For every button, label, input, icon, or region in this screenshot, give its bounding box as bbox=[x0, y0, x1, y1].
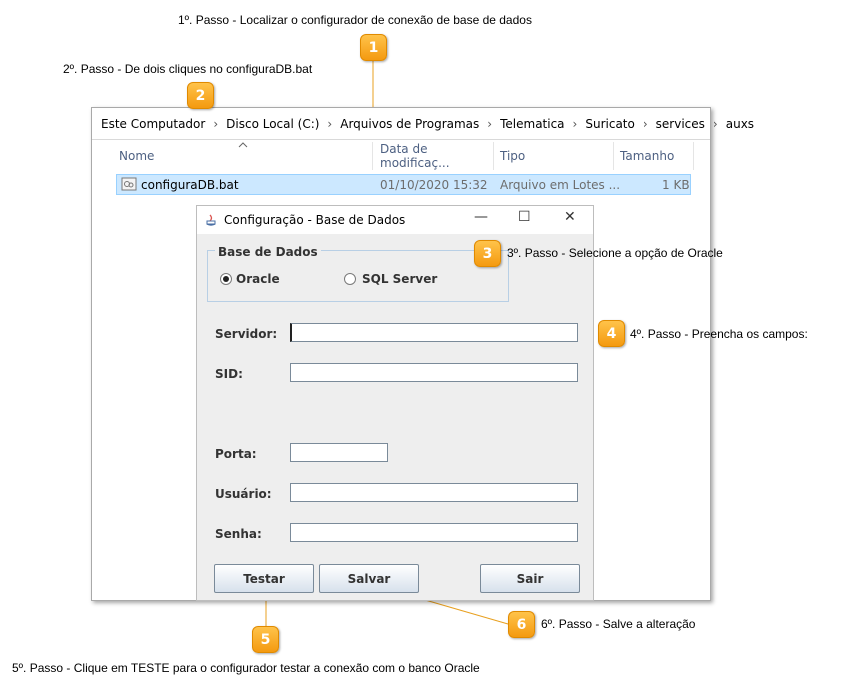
sqlserver-radio-label[interactable]: SQL Server bbox=[362, 272, 438, 286]
senha-label: Senha: bbox=[215, 527, 262, 541]
breadcrumb-separator-icon: › bbox=[712, 116, 718, 131]
sort-ascending-icon bbox=[238, 140, 248, 150]
usuario-label: Usuário: bbox=[215, 487, 272, 501]
oracle-radio[interactable] bbox=[220, 273, 232, 285]
step3-note: 3º. Passo - Selecione a opção de Oracle bbox=[507, 246, 723, 260]
senha-input[interactable] bbox=[290, 523, 578, 542]
dialog-title: Configuração - Base de Dados bbox=[224, 213, 406, 227]
callout-2: 2 bbox=[187, 82, 214, 109]
breadcrumb-separator-icon: › bbox=[487, 116, 493, 131]
dialog-titlebar[interactable]: Configuração - Base de Dados — ☐ ✕ bbox=[197, 206, 593, 234]
callout-6: 6 bbox=[508, 611, 535, 638]
porta-input[interactable] bbox=[290, 443, 388, 462]
oracle-radio-label[interactable]: Oracle bbox=[236, 272, 280, 286]
porta-label: Porta: bbox=[215, 447, 257, 461]
file-type: Arquivo em Lotes ... bbox=[500, 178, 621, 192]
breadcrumb-separator-icon: › bbox=[213, 116, 219, 131]
sair-button[interactable]: Sair bbox=[480, 564, 580, 593]
breadcrumb-item-telematica[interactable]: Telematica bbox=[500, 116, 565, 131]
servidor-label: Servidor: bbox=[215, 327, 278, 341]
breadcrumb-item-suricato[interactable]: Suricato bbox=[585, 116, 635, 131]
maximize-icon[interactable]: ☐ bbox=[518, 209, 531, 225]
servidor-input[interactable] bbox=[290, 323, 578, 342]
breadcrumb-separator-icon: › bbox=[327, 116, 333, 131]
breadcrumb-separator-icon: › bbox=[572, 116, 578, 131]
minimize-icon[interactable]: — bbox=[474, 209, 488, 225]
callout-3: 3 bbox=[474, 240, 501, 267]
callout-5: 5 bbox=[252, 626, 279, 653]
breadcrumb-item-este-computador[interactable]: Este Computador bbox=[101, 116, 206, 131]
breadcrumb-separator-icon: › bbox=[642, 116, 648, 131]
testar-button[interactable]: Testar bbox=[214, 564, 314, 593]
column-header-modified[interactable]: Data de modificaç... bbox=[374, 142, 494, 170]
breadcrumb-item-disco-local[interactable]: Disco Local (C:) bbox=[226, 116, 320, 131]
database-group-title: Base de Dados bbox=[215, 245, 321, 259]
file-name: configuraDB.bat bbox=[141, 178, 239, 192]
java-icon bbox=[204, 213, 218, 227]
sid-label: SID: bbox=[215, 367, 243, 381]
column-header-size[interactable]: Tamanho bbox=[614, 142, 694, 170]
usuario-input[interactable] bbox=[290, 483, 578, 502]
step2-note: 2º. Passo - De dois cliques no configura… bbox=[63, 62, 313, 76]
breadcrumb-item-auxs[interactable]: auxs bbox=[725, 116, 755, 131]
callout-4: 4 bbox=[598, 320, 625, 347]
database-groupbox bbox=[207, 250, 509, 302]
sid-input[interactable] bbox=[290, 363, 578, 382]
step4-note: 4º. Passo - Preencha os campos: bbox=[630, 327, 808, 341]
breadcrumb[interactable]: Este Computador › Disco Local (C:) › Arq… bbox=[92, 108, 754, 140]
step5-note: 5º. Passo - Clique em TESTE para o confi… bbox=[12, 661, 480, 675]
step6-note: 6º. Passo - Salve a alteração bbox=[541, 617, 696, 631]
close-icon[interactable]: ✕ bbox=[564, 209, 576, 225]
column-header-name[interactable]: Nome bbox=[113, 142, 373, 170]
step1-note: 1º. Passo - Localizar o configurador de … bbox=[178, 13, 532, 27]
sqlserver-radio[interactable] bbox=[344, 273, 356, 285]
batch-file-icon bbox=[121, 177, 137, 194]
file-modified: 01/10/2020 15:32 bbox=[380, 178, 488, 192]
breadcrumb-item-arquivos-de-programas[interactable]: Arquivos de Programas bbox=[340, 116, 480, 131]
config-dialog: Configuração - Base de Dados — ☐ ✕ Base … bbox=[196, 205, 594, 601]
breadcrumb-item-services[interactable]: services bbox=[655, 116, 705, 131]
salvar-button[interactable]: Salvar bbox=[319, 564, 419, 593]
callout-1: 1 bbox=[360, 34, 387, 61]
column-header-type[interactable]: Tipo bbox=[494, 142, 614, 170]
file-row-configuradb[interactable]: configuraDB.bat 01/10/2020 15:32 Arquivo… bbox=[116, 174, 691, 195]
file-size: 1 KB bbox=[662, 178, 690, 192]
